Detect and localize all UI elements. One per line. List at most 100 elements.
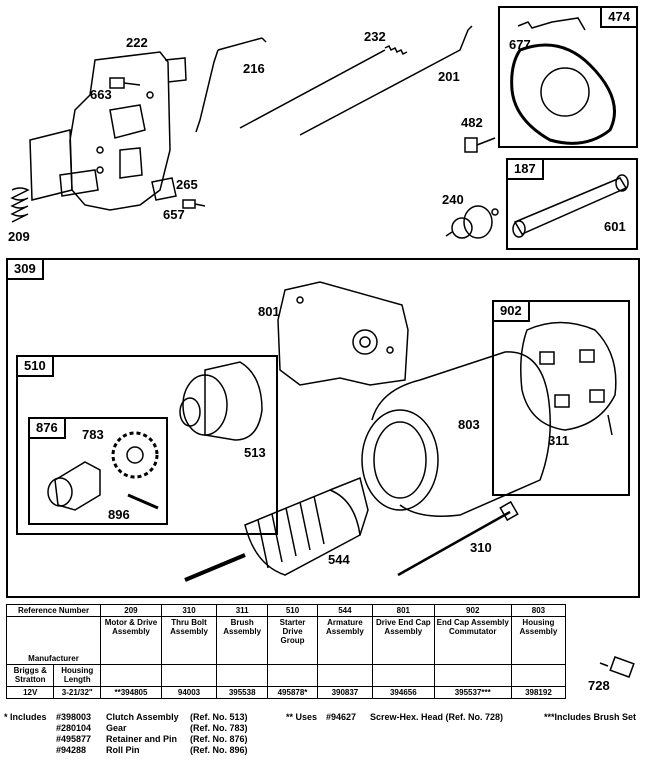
group-tag-474: 474	[600, 6, 638, 28]
clutch-513-illustration	[179, 361, 263, 441]
value-310: 94003	[160, 686, 218, 699]
uses-label: ** Uses	[286, 712, 318, 722]
callout-482: 482	[461, 115, 483, 130]
note-row: #495877 Retainer and Pin (Ref. No. 876)	[4, 734, 656, 745]
desc-902: End Cap Assembly Commutator	[433, 616, 512, 665]
note-desc: Gear	[106, 723, 127, 733]
group-box-187: 187	[506, 158, 638, 250]
block-265-illustration	[151, 177, 177, 201]
armature-544-illustration	[184, 476, 369, 582]
drive-end-cap-801-illustration	[277, 281, 409, 386]
uses-part: #94627	[326, 712, 357, 722]
ref-311: 311	[216, 604, 269, 617]
ref-902: 902	[433, 604, 512, 617]
callout-657: 657	[163, 207, 185, 222]
rod-216-illustration	[195, 37, 267, 133]
note-part: #398003	[56, 712, 92, 722]
callout-310: 310	[470, 540, 492, 555]
ref-209: 209	[100, 604, 162, 617]
callout-201: 201	[438, 69, 460, 84]
brush-note: ***Includes Brush Set	[544, 712, 637, 722]
spring-209-illustration	[10, 187, 30, 223]
retainer-876-illustration	[47, 461, 101, 511]
group-box-510: 510	[16, 355, 278, 535]
note-row: #280104 Gear (Ref. No. 783)	[4, 723, 656, 734]
maker-label: Briggs & Stratton	[5, 664, 55, 687]
group-box-474: 474	[498, 6, 638, 148]
note-desc: Roll Pin	[106, 745, 140, 755]
note-row: * Includes #398003 Clutch Assembly (Ref.…	[4, 712, 656, 723]
uses-desc: Screw-Hex. Head (Ref. No. 728)	[370, 712, 504, 722]
housing-label: Housing Length	[53, 664, 102, 687]
note-part: #280104	[56, 723, 92, 733]
value-803: 398192	[510, 686, 567, 699]
callout-728: 728	[588, 678, 610, 693]
link-232-201-illustration	[239, 25, 473, 136]
value-510: 495878*	[267, 686, 318, 699]
callout-513: 513	[244, 445, 266, 460]
screw-657-illustration	[182, 199, 206, 209]
callout-222: 222	[126, 35, 148, 50]
group-box-309: 309	[6, 258, 640, 598]
pin-896-illustration	[127, 493, 159, 510]
callout-601: 601	[604, 219, 626, 234]
value-902: 395537***	[433, 686, 512, 699]
desc-801: Drive End Cap Assembly	[372, 616, 435, 665]
callout-265: 265	[176, 177, 198, 192]
rod-601-illustration	[512, 174, 629, 238]
bracket-222-illustration	[29, 51, 187, 211]
desc-803: Housing Assembly	[510, 616, 567, 665]
footnotes: * Includes #398003 Clutch Assembly (Ref.…	[4, 712, 656, 756]
value-801: 394656	[372, 686, 435, 699]
group-tag-510: 510	[16, 355, 54, 377]
stator-677-illustration	[510, 17, 616, 145]
group-tag-309: 309	[6, 258, 44, 280]
ref-310: 310	[160, 604, 218, 617]
group-tag-876: 876	[28, 417, 66, 439]
callout-783: 783	[82, 427, 104, 442]
callout-801: 801	[258, 304, 280, 319]
desc-510: Starter Drive Group	[267, 616, 318, 665]
desc-310: Thru Bolt Assembly	[160, 616, 218, 665]
note-ref: (Ref. No. 783)	[190, 723, 248, 733]
callout-544: 544	[328, 552, 350, 567]
ref-801: 801	[372, 604, 435, 617]
callout-240: 240	[442, 192, 464, 207]
includes-label: * Includes	[4, 712, 47, 722]
callout-209: 209	[8, 229, 30, 244]
callout-803: 803	[458, 417, 480, 432]
callout-216: 216	[243, 61, 265, 76]
end-cap-902-illustration	[520, 321, 617, 436]
ref-510: 510	[267, 604, 318, 617]
housing-length-value: 3-21/32"	[53, 686, 102, 699]
group-box-876: 876	[28, 417, 168, 525]
desc-311: Brush Assembly	[216, 616, 269, 665]
note-desc: Clutch Assembly	[106, 712, 179, 722]
group-box-902: 902	[492, 300, 630, 496]
note-ref: (Ref. No. 896)	[190, 745, 248, 755]
gear-783-illustration	[111, 431, 159, 479]
spec-table: Reference Number 209 310 311 510 544 801…	[5, 604, 567, 699]
screw-728-illustration	[599, 656, 635, 678]
ref-header: Reference Number	[5, 604, 102, 617]
screw-663-illustration	[109, 77, 141, 89]
note-ref: (Ref. No. 876)	[190, 734, 248, 744]
group-tag-902: 902	[492, 300, 530, 322]
note-ref: (Ref. No. 513)	[190, 712, 248, 722]
group-tag-187: 187	[506, 158, 544, 180]
thru-bolt-310-illustration	[397, 500, 519, 577]
ref-544: 544	[316, 604, 374, 617]
housing-803-illustration	[361, 351, 551, 517]
callout-663: 663	[90, 87, 112, 102]
value-311: 395538	[216, 686, 269, 699]
ref-803: 803	[510, 604, 567, 617]
note-part: #495877	[56, 734, 92, 744]
note-part: #94288	[56, 745, 87, 755]
manufacturer-label: Manufacturer	[5, 616, 102, 665]
callout-311: 311	[548, 433, 569, 448]
desc-544: Armature Assembly	[316, 616, 374, 665]
voltage-value: 12V	[5, 686, 55, 699]
note-row: #94288 Roll Pin (Ref. No. 896)	[4, 745, 656, 756]
